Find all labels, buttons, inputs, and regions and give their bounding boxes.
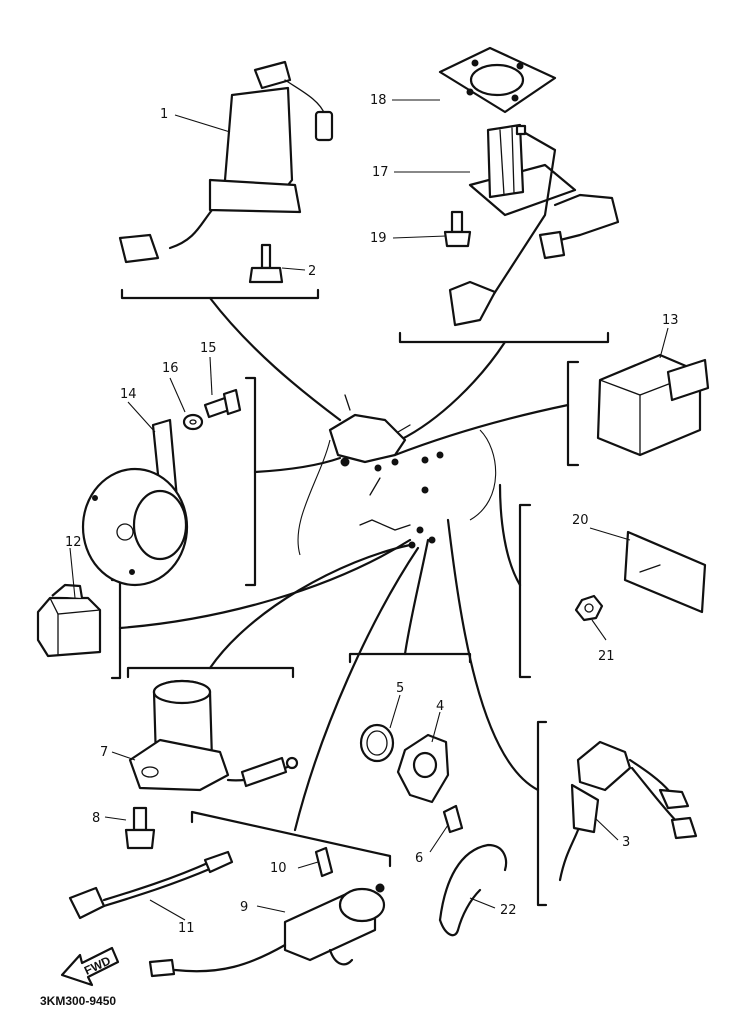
callout-14: 14 xyxy=(120,387,137,402)
callout-4: 4 xyxy=(436,699,444,714)
callout-21: 21 xyxy=(598,649,615,664)
callout-16: 16 xyxy=(162,361,179,376)
callout-20: 20 xyxy=(572,513,589,528)
fwd-arrow-icon: FWD xyxy=(60,946,120,987)
leader-lines xyxy=(69,99,669,921)
frame-center xyxy=(328,394,444,549)
washer-16-part xyxy=(182,413,204,431)
bolt-8-part xyxy=(124,806,156,850)
screw-10-part xyxy=(314,846,334,878)
callout-18: 18 xyxy=(370,93,387,108)
callout-7: 7 xyxy=(100,745,108,760)
callout-12: 12 xyxy=(65,535,82,550)
screw-19-part xyxy=(443,210,472,248)
callout-3: 3 xyxy=(622,835,630,850)
callouts: 1 2 3 4 5 6 7 8 9 10 11 12 13 14 15 16 1… xyxy=(65,93,679,936)
fwd-label: FWD xyxy=(82,953,113,977)
callout-2: 2 xyxy=(308,264,316,279)
fuel-sender-part xyxy=(448,123,620,327)
ignition-coil-part xyxy=(118,60,334,264)
part-code: 3KM300-9450 xyxy=(40,994,116,1008)
harness-11-part xyxy=(68,850,234,920)
sensor-4-part xyxy=(396,733,450,804)
callout-1: 1 xyxy=(160,107,168,122)
solenoid-9-part xyxy=(148,883,386,978)
callout-9: 9 xyxy=(240,900,248,915)
screw-6-part xyxy=(442,804,464,834)
callout-5: 5 xyxy=(396,681,404,696)
callout-15: 15 xyxy=(200,341,217,356)
callout-10: 10 xyxy=(270,861,287,876)
bolt-15-part xyxy=(203,388,242,419)
callout-19: 19 xyxy=(370,231,387,246)
callout-11: 11 xyxy=(178,921,195,936)
callout-22: 22 xyxy=(500,903,517,918)
callout-6: 6 xyxy=(415,851,423,866)
screw-2-part xyxy=(248,243,284,284)
nut-21-part xyxy=(574,594,604,622)
relay-12-part xyxy=(36,583,102,658)
plate-20-part xyxy=(623,530,707,614)
callout-17: 17 xyxy=(372,165,389,180)
connector-lines xyxy=(118,296,570,832)
horn-part xyxy=(81,418,189,587)
relay-13-part xyxy=(596,353,710,457)
callout-13: 13 xyxy=(662,313,679,328)
switch-3-part xyxy=(558,740,698,882)
callout-8: 8 xyxy=(92,811,100,826)
group-brackets xyxy=(110,288,610,907)
actuator-7-part xyxy=(128,679,299,792)
wire-22-part xyxy=(438,843,508,937)
o-ring-part xyxy=(359,723,395,763)
gasket-part xyxy=(438,46,557,114)
